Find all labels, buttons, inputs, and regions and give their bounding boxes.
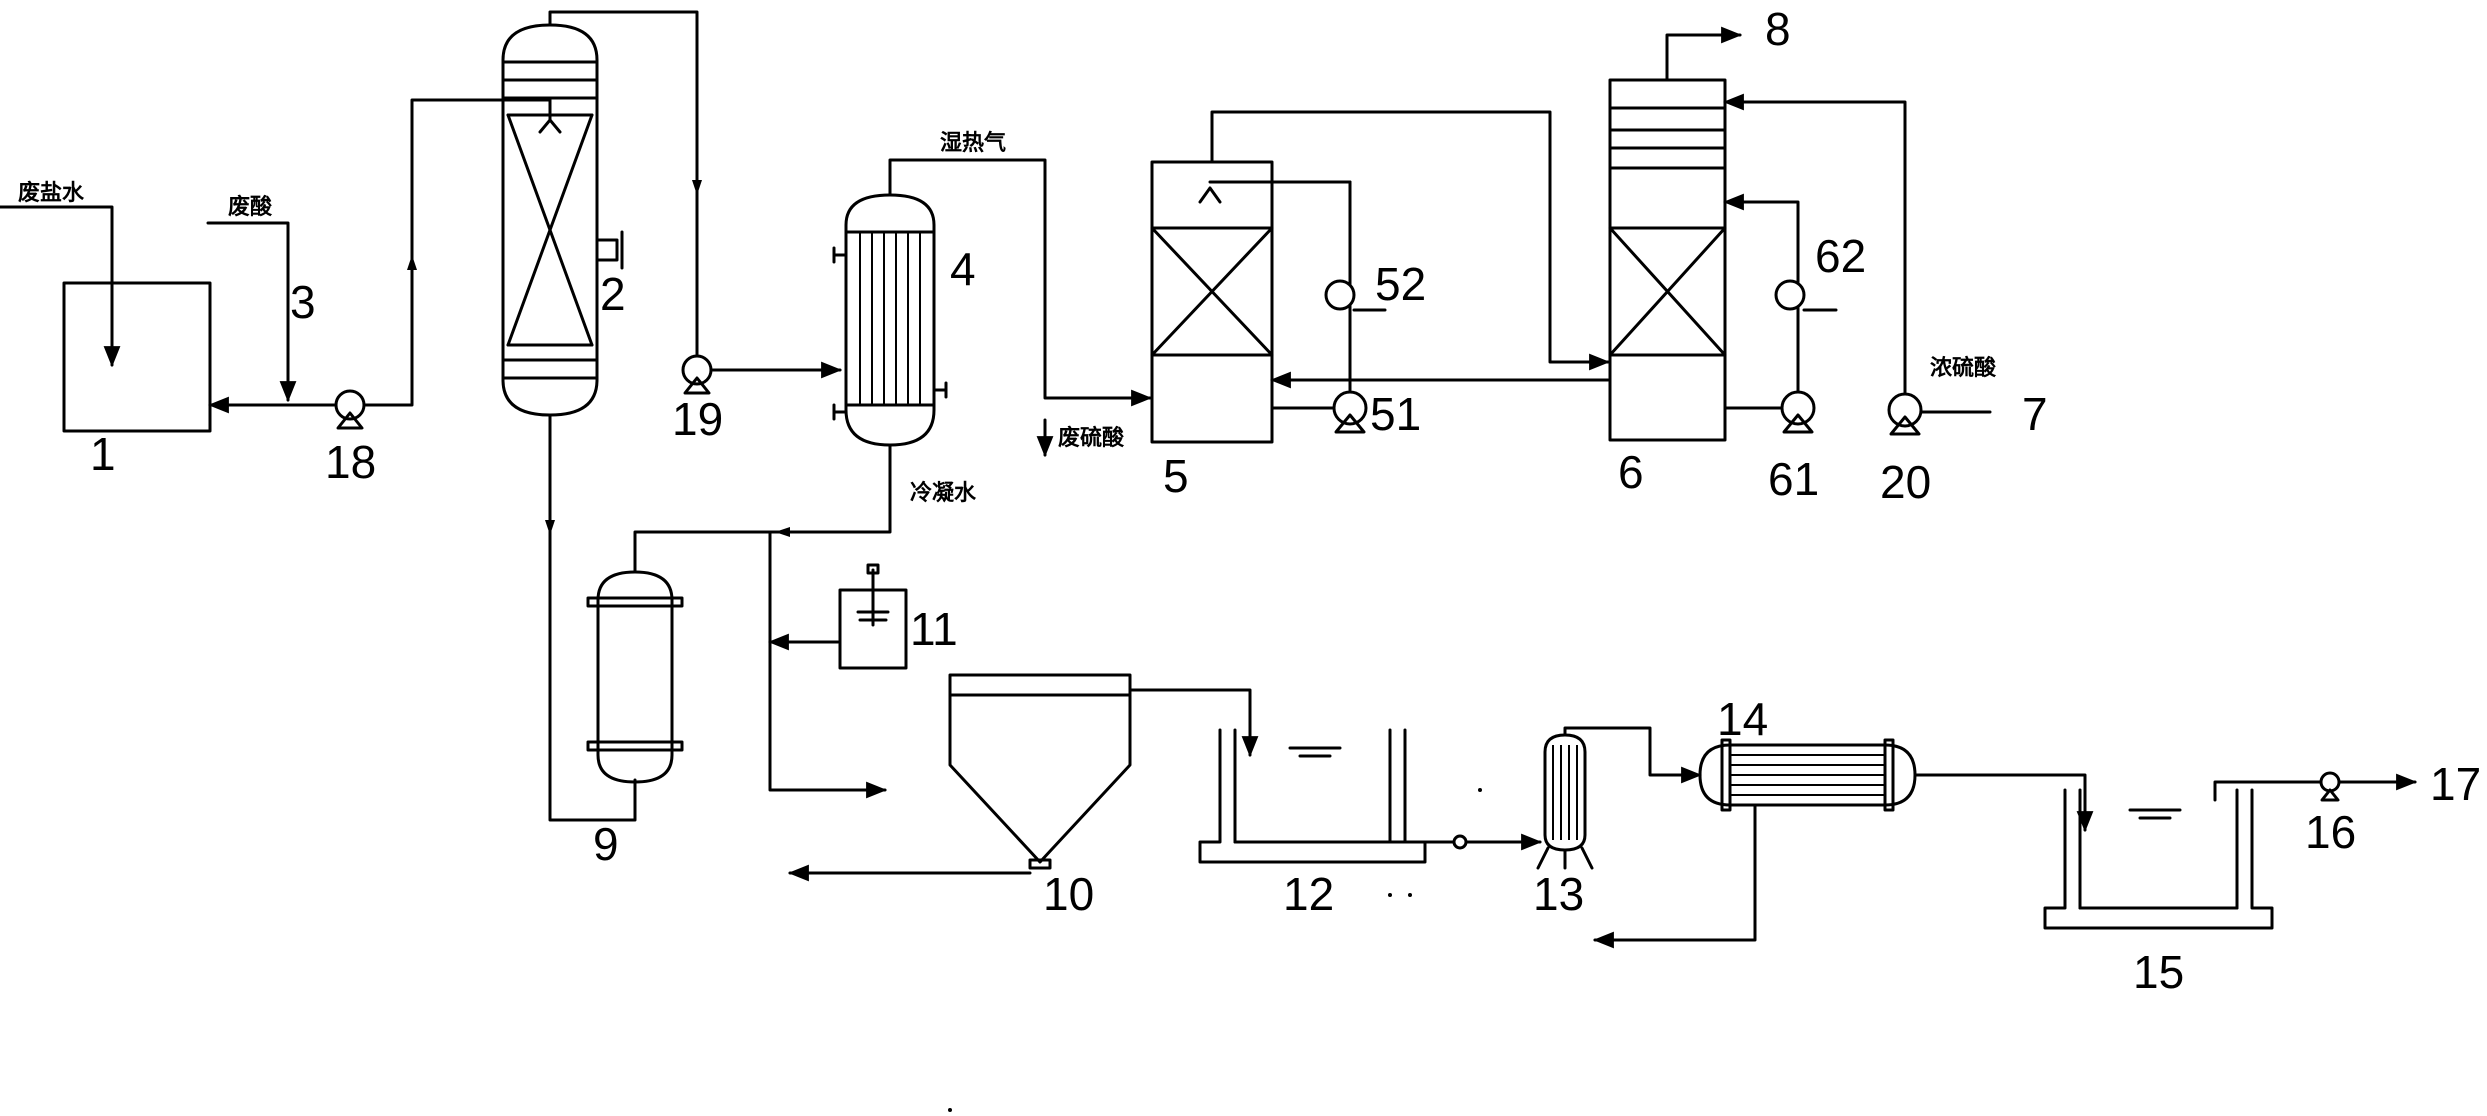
label-16: 16	[2305, 806, 2356, 858]
label-61: 61	[1768, 453, 1819, 505]
hx14-bottom-outlet-line	[1592, 803, 1757, 949]
feed-tank	[62, 281, 212, 433]
label-12: 12	[1283, 868, 1334, 920]
tank-15	[2043, 788, 2274, 930]
pump-18	[334, 389, 366, 430]
mixer-11	[838, 563, 908, 670]
hot-gas-line	[888, 158, 1153, 407]
label-1: 1	[90, 428, 116, 480]
filter-13	[1536, 733, 1594, 870]
evaporator-9	[586, 570, 684, 784]
label-3: 3	[290, 276, 316, 328]
waste-salt-water-label: 废盐水	[18, 180, 85, 206]
column-bottom-line	[548, 413, 637, 822]
absorber-6	[1608, 78, 1727, 442]
label-51: 51	[1370, 388, 1421, 440]
label-15: 15	[2133, 946, 2184, 998]
pump-19	[681, 354, 713, 395]
label-11: 11	[910, 603, 958, 655]
label-8: 8	[1765, 3, 1791, 55]
label-6: 6	[1618, 446, 1644, 498]
pump18-to-column-line	[362, 98, 552, 407]
scan-dot	[948, 1108, 952, 1112]
settler-to-tank12-line	[1128, 688, 1259, 758]
label-14: 14	[1717, 693, 1768, 745]
label-9: 9	[593, 818, 619, 870]
waste-sulfuric-acid-label: 废硫酸	[1058, 425, 1125, 451]
absorber-5	[1150, 160, 1352, 444]
pump20-to-absorber6-line	[1722, 93, 1907, 396]
scan-dot	[1408, 893, 1412, 897]
conc-sulfuric-acid-label: 浓硫酸	[1930, 355, 1997, 381]
scan-dot	[1388, 893, 1392, 897]
filter13-to-hx14-line	[1563, 726, 1703, 784]
hot-gas-label: 湿热气	[940, 130, 1006, 156]
tank15-to-outlet17-line	[2213, 773, 2418, 802]
label-13: 13	[1533, 868, 1584, 920]
waste-acid-line	[206, 221, 297, 403]
settler-10	[948, 673, 1132, 870]
valve-12-13	[1452, 834, 1468, 850]
pump-61	[1780, 390, 1816, 434]
label-20: 20	[1880, 456, 1931, 508]
label-52: 52	[1375, 258, 1426, 310]
absorber6-recycle-line	[1722, 193, 1800, 394]
cooler-62	[1774, 279, 1838, 312]
waste-acid-label: 废酸	[228, 194, 273, 220]
cooling-water-label: 冷凝水	[910, 480, 977, 506]
condenser-4	[832, 193, 948, 447]
label-5: 5	[1163, 450, 1189, 502]
absorber6-vent-line	[1665, 26, 1743, 82]
pump-20	[1887, 392, 1923, 436]
cooling-water-line	[633, 443, 892, 574]
label-10: 10	[1043, 868, 1094, 920]
label-18: 18	[325, 436, 376, 488]
label-7: 7	[2022, 388, 2048, 440]
hx14-to-tank15-line	[1913, 773, 2094, 833]
scan-dot	[1478, 788, 1482, 792]
label-62: 62	[1815, 230, 1866, 282]
label-2: 2	[600, 268, 626, 320]
pump-16	[2319, 771, 2341, 802]
label-4: 4	[950, 243, 976, 295]
cooling-to-settler-line	[768, 530, 888, 799]
cooler-52	[1324, 279, 1387, 312]
heat-exchanger-14	[1698, 738, 1917, 812]
stripping-column	[501, 23, 624, 417]
absorber5-to-absorber6-gas-line	[1210, 110, 1611, 371]
pump-51	[1332, 390, 1368, 434]
label-19: 19	[672, 393, 723, 445]
label-17: 17	[2430, 758, 2481, 810]
waste-salt-water-line	[0, 205, 121, 368]
